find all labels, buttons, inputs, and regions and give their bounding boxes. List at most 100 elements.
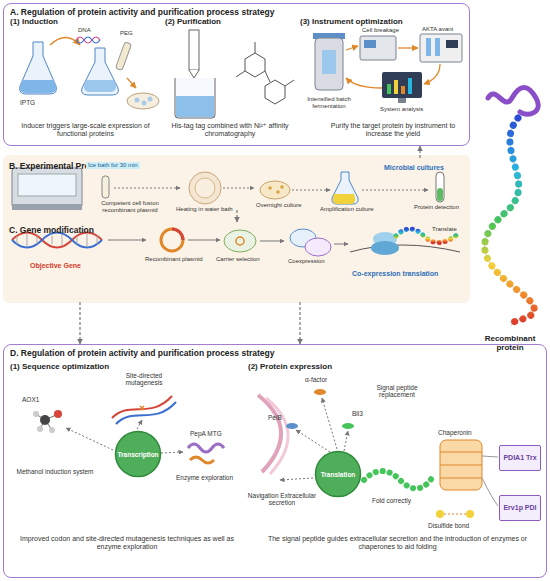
- instrument-illustration: [408, 78, 412, 94]
- sequence-illustration: [188, 444, 224, 452]
- expression-illustration: [266, 398, 288, 474]
- panel-band: D. Regulation of protein activity and pu…: [3, 344, 547, 578]
- instrument-illustration: [313, 33, 462, 103]
- instrument-illustration: [322, 50, 336, 74]
- experiment-illustration: [223, 188, 254, 189]
- induction-illustration: [148, 97, 153, 102]
- purification-illustration: [265, 80, 285, 104]
- panel-heading: A. Regulation of protein activity and pu…: [10, 7, 275, 17]
- label-text: Fold correctly: [372, 497, 411, 504]
- gene-illustration: [108, 240, 146, 241]
- sequence-illustration: [49, 427, 55, 433]
- experiment-illustration: [260, 181, 290, 199]
- gene-illustration: [371, 241, 399, 255]
- label-text: α-factor: [305, 376, 327, 383]
- sequence-illustration: [66, 428, 113, 450]
- induction-illustration: [76, 37, 100, 43]
- instrument-illustration: [364, 40, 376, 48]
- sequence-illustration: [40, 415, 50, 425]
- expression-illustration: [466, 510, 474, 518]
- purification-illustration: [236, 42, 294, 86]
- expression-illustration: [322, 398, 337, 449]
- sequence-illustration: [161, 452, 183, 453]
- purification-illustration: [189, 70, 199, 78]
- bc-background: [3, 155, 470, 303]
- expression-illustration: [342, 423, 354, 429]
- purification-illustration: [176, 96, 214, 117]
- purification-illustration: [175, 30, 294, 118]
- label-text: Signal peptide replacement: [362, 384, 432, 399]
- circle-label: Transcription: [114, 430, 162, 478]
- label-text: Recombinant plasmid: [145, 256, 203, 263]
- enzyme-box: Erv1p PDI: [499, 495, 541, 521]
- purification-illustration: [245, 53, 265, 77]
- protein-illustration: [485, 88, 539, 327]
- enzyme-box: PDIA1 Trx: [499, 445, 541, 471]
- instrument-illustration: [382, 72, 422, 98]
- connector-arrow: [299, 302, 300, 344]
- label-text: Carrier selection: [216, 256, 260, 263]
- label-text: Ice bath for 30 min: [86, 162, 140, 169]
- label-text: Purify the target protein by instrument …: [318, 122, 468, 138]
- gene-illustration: [224, 230, 256, 252]
- sequence-illustration: [140, 406, 144, 410]
- instrument-illustration: [346, 46, 358, 50]
- gene-illustration: [17, 234, 97, 246]
- circle-label: Translation: [314, 450, 362, 498]
- induction-illustration: [20, 37, 159, 109]
- purification-illustration: [175, 78, 215, 118]
- induction-illustration: [127, 78, 136, 88]
- instrument-illustration: [387, 84, 391, 94]
- experiment-illustration: [280, 185, 284, 189]
- induction-illustration: [82, 48, 119, 95]
- expression-illustration: [280, 478, 313, 480]
- label-text: PepA MTG: [190, 430, 222, 437]
- expression-illustration: [344, 431, 348, 451]
- experiment-illustration: [437, 188, 443, 201]
- induction-illustration: [20, 80, 56, 93]
- expression-illustration: [440, 452, 482, 478]
- expression-illustration: [296, 430, 330, 452]
- label-text: DNA: [78, 27, 91, 34]
- experiment-illustration: [268, 186, 272, 190]
- label-text: PelB: [268, 414, 282, 421]
- box-label: PDIA1 Trx: [503, 454, 536, 462]
- induction-illustration: [135, 98, 140, 103]
- label-text: Improved codon and site-directed mutagen…: [12, 535, 242, 551]
- label-text: Co-expression translation: [352, 270, 438, 278]
- label-text: Overnight culture: [256, 202, 302, 209]
- label-text: The signal peptide guides extracellular …: [255, 535, 540, 551]
- instrument-illustration: [426, 38, 431, 56]
- label-text: Objective Gene: [30, 262, 81, 270]
- label-text: PEG: [120, 30, 133, 37]
- instrument-illustration: [346, 78, 382, 88]
- label-text: Bli3: [352, 410, 363, 417]
- label-text: Amplification culture: [320, 206, 374, 213]
- label-text: (1) Sequence optimization: [10, 362, 109, 371]
- instrument-illustration: [446, 40, 458, 48]
- connector-arrow: [79, 302, 80, 344]
- sequence-illustration: [190, 457, 214, 463]
- label-text: Heating in water bath: [176, 206, 233, 213]
- sequence-illustration: [37, 426, 43, 432]
- experiment-illustration: [436, 172, 444, 202]
- instrument-illustration: [420, 34, 462, 62]
- instrument-illustration: [360, 36, 396, 60]
- label-text: (2) Purification: [165, 17, 221, 26]
- induction-illustration: [142, 101, 147, 106]
- induction-illustration: [127, 93, 159, 109]
- label-text: IPTG: [20, 99, 35, 106]
- connector-arrow: [419, 146, 420, 158]
- experiment-illustration: [195, 178, 215, 198]
- sequence-illustration: [54, 410, 62, 418]
- panel-heading: C. Gene modification: [9, 225, 94, 235]
- label-text: AKTA avant: [422, 26, 453, 33]
- label-text: System analysis: [380, 106, 423, 113]
- induction-illustration: [20, 42, 57, 94]
- panel-heading: D. Regulation of protein activity and pu…: [10, 348, 275, 358]
- sequence-illustration: [137, 420, 142, 429]
- experiment-illustration: [333, 194, 355, 204]
- label-text: Cell breakage: [362, 27, 399, 34]
- gene-illustration: [161, 229, 183, 251]
